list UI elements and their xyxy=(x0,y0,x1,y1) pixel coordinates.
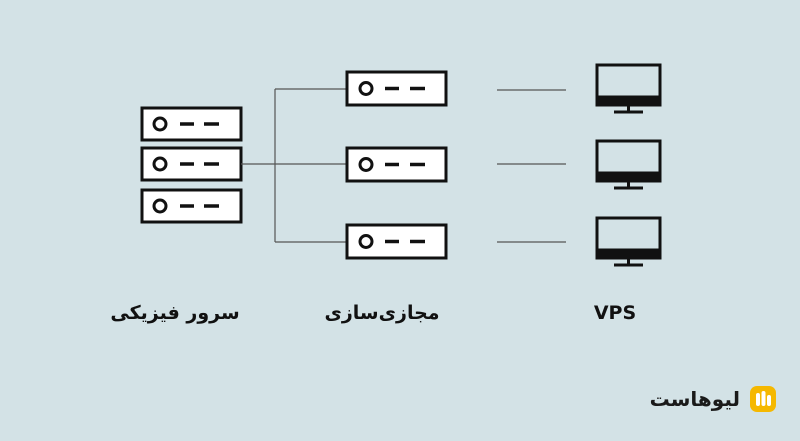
brand-logo-text: لیوهاست xyxy=(649,387,740,411)
vps-connectors xyxy=(497,89,566,243)
tree-connector xyxy=(241,88,346,243)
physical-server-label: سرور فیزیکی xyxy=(110,302,240,324)
vps-monitor-2 xyxy=(595,139,662,190)
virtual-server-icon xyxy=(345,70,448,260)
virtual-server-1 xyxy=(345,70,448,107)
physical-server-unit-bottom xyxy=(140,188,243,224)
physical-server-icon xyxy=(140,106,243,224)
vps-monitor-icon xyxy=(595,63,662,267)
physical-server-unit-top xyxy=(140,106,243,142)
brand-logo[interactable]: لیوهاست xyxy=(650,384,778,414)
brand-mark-icon xyxy=(750,386,776,412)
virtual-server-2 xyxy=(345,146,448,183)
virtualization-label: مجازی‌سازی xyxy=(324,302,440,324)
vps-monitor-1 xyxy=(595,63,662,114)
vps-label: VPS xyxy=(593,302,637,324)
physical-server-unit-middle xyxy=(140,146,243,182)
virtual-server-3 xyxy=(345,223,448,260)
vps-monitor-3 xyxy=(595,216,662,267)
